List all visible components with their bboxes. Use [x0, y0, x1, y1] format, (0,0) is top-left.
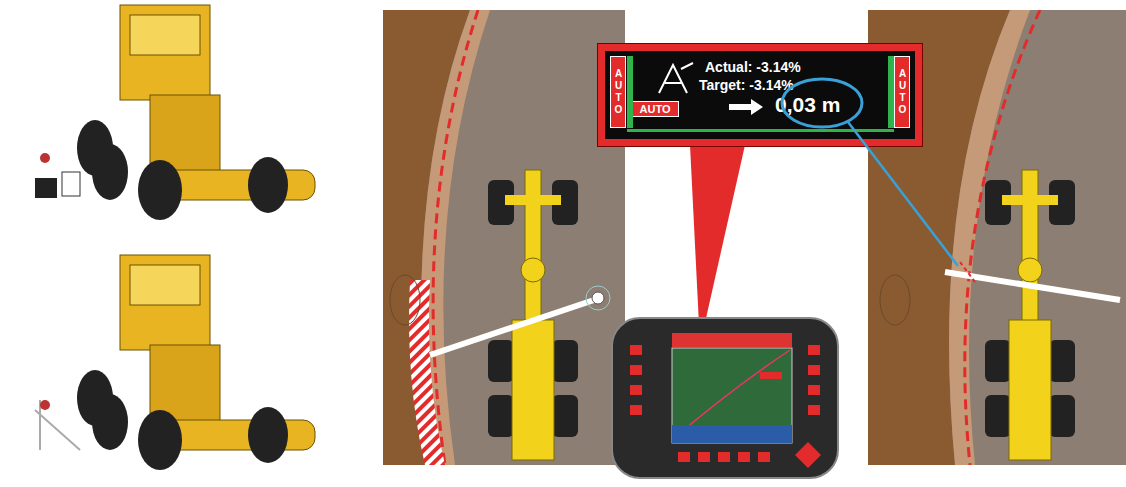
auto-badge: AUTO [894, 56, 910, 128]
top-view-panel [868, 10, 1126, 465]
display-callout: Actual: -3.14% Target: -3.14%0,03 m AUTO AU… [598, 44, 922, 146]
display-reading: Target: -3.14% [699, 77, 794, 93]
highlight-circle [782, 79, 862, 127]
grader-side [35, 5, 315, 220]
status-bar [888, 56, 894, 128]
top-view-panel [383, 10, 625, 465]
leader-line [848, 122, 958, 266]
grader-side [35, 255, 315, 470]
callout-pointer [690, 145, 745, 345]
auto-label: AUTO [611, 57, 625, 127]
auto-label: AUTO [632, 102, 678, 116]
direction-arrow [727, 97, 767, 117]
auto-badge: AUTO [631, 101, 679, 117]
auto-badge: AUTO [610, 56, 626, 128]
status-bar [627, 56, 633, 128]
blade-icon [655, 59, 695, 99]
display-reading: Actual: -3.14% [705, 59, 801, 75]
display-bottom-bar [627, 129, 894, 132]
controller-device [612, 318, 838, 478]
auto-label: AUTO [895, 57, 909, 127]
display-reading: 0,03 m [775, 93, 840, 117]
